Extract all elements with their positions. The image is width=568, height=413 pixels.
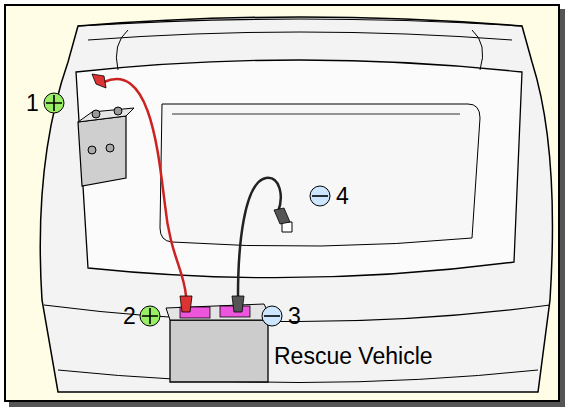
callout-number: 2 bbox=[123, 303, 136, 329]
callout-number: 3 bbox=[288, 303, 301, 329]
callout-number: 4 bbox=[336, 183, 349, 209]
label-holder: 1 bbox=[26, 92, 39, 115]
label-holder: Rescue Vehicle bbox=[274, 345, 433, 368]
vehicle-label: Rescue Vehicle bbox=[274, 343, 433, 369]
label-holder: 2 bbox=[123, 305, 136, 328]
label-holder: 3 bbox=[288, 305, 301, 328]
callout-number: 1 bbox=[26, 90, 39, 116]
label-holder: 4 bbox=[336, 185, 349, 208]
